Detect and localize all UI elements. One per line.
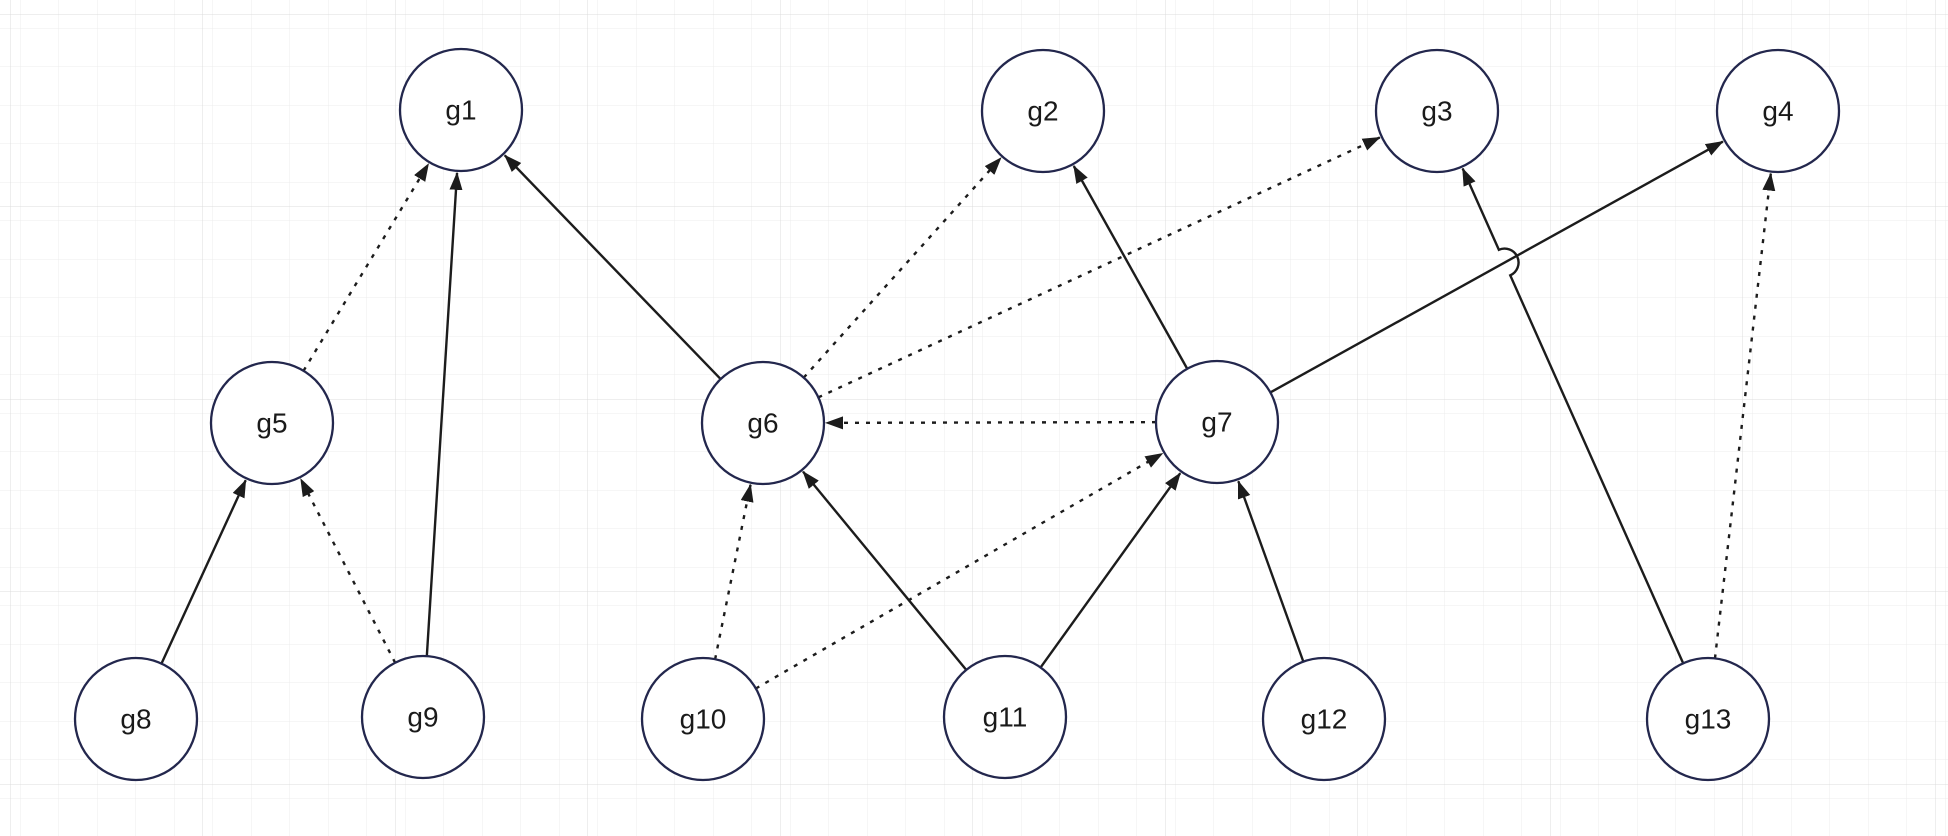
node-label-g12: g12 xyxy=(1301,704,1348,735)
node-label-g11: g11 xyxy=(983,702,1028,733)
node-label-g8: g8 xyxy=(120,704,151,735)
node-g9[interactable]: g9 xyxy=(360,654,486,780)
node-label-g9: g9 xyxy=(407,702,438,733)
node-label-g6: g6 xyxy=(747,408,778,439)
node-circle-g5[interactable] xyxy=(209,360,335,486)
edge-g13-g4[interactable] xyxy=(1713,172,1776,659)
node-g12[interactable]: g12 xyxy=(1261,656,1387,782)
node-label-g1: g1 xyxy=(445,95,476,126)
node-g2[interactable]: g2 xyxy=(980,48,1106,174)
node-label-g13: g13 xyxy=(1685,704,1732,735)
node-circle-g9[interactable] xyxy=(360,654,486,780)
node-g7[interactable]: g7 xyxy=(1154,359,1280,485)
node-g1[interactable]: g1 xyxy=(398,47,524,173)
node-g11[interactable]: g11 xyxy=(942,654,1068,780)
node-g3[interactable]: g3 xyxy=(1374,48,1500,174)
node-circle-g2[interactable] xyxy=(980,48,1106,174)
node-circle-g11[interactable] xyxy=(942,654,1068,780)
node-circle-g7[interactable] xyxy=(1154,359,1280,485)
nodes-layer: g1 g2 g3 g4 g5 g6 g7 g8 g9 g10 g11 g12 g13 xyxy=(73,47,1841,782)
node-circle-g12[interactable] xyxy=(1261,656,1387,782)
node-g10[interactable]: g10 xyxy=(640,656,766,782)
edge-g11-g6[interactable] xyxy=(802,470,968,671)
edge-g12-g7[interactable] xyxy=(1237,480,1305,663)
edge-g6-g1[interactable] xyxy=(503,154,722,380)
edge-g10-g6[interactable] xyxy=(713,483,754,660)
node-label-g3: g3 xyxy=(1421,96,1452,127)
node-circle-g13[interactable] xyxy=(1645,656,1771,782)
edge-g6-g3[interactable] xyxy=(817,136,1381,399)
node-g13[interactable]: g13 xyxy=(1645,656,1771,782)
node-circle-g3[interactable] xyxy=(1374,48,1500,174)
node-g6[interactable]: g6 xyxy=(700,360,826,486)
node-label-g7: g7 xyxy=(1201,407,1232,438)
node-g5[interactable]: g5 xyxy=(209,360,335,486)
edges-layer xyxy=(160,136,1776,690)
edge-g7-g2[interactable] xyxy=(1072,165,1189,370)
edge-g11-g7[interactable] xyxy=(1039,472,1182,669)
edge-g9-g5[interactable] xyxy=(299,478,397,664)
edge-g7-g4[interactable] xyxy=(1269,140,1724,394)
node-label-g5: g5 xyxy=(256,408,287,439)
node-g8[interactable]: g8 xyxy=(73,656,199,782)
node-circle-g8[interactable] xyxy=(73,656,199,782)
node-circle-g4[interactable] xyxy=(1715,48,1841,174)
edge-g7-g6[interactable] xyxy=(825,416,1157,430)
node-g4[interactable]: g4 xyxy=(1715,48,1841,174)
edge-g5-g1[interactable] xyxy=(302,163,430,372)
edge-g9-g1[interactable] xyxy=(425,171,463,657)
node-label-g10: g10 xyxy=(680,704,727,735)
node-circle-g10[interactable] xyxy=(640,656,766,782)
edge-g8-g5[interactable] xyxy=(160,479,247,665)
edge-g13-g3[interactable] xyxy=(1461,167,1685,664)
node-label-g4: g4 xyxy=(1762,96,1793,127)
node-circle-g6[interactable] xyxy=(700,360,826,486)
node-label-g2: g2 xyxy=(1027,96,1058,127)
edge-g10-g7[interactable] xyxy=(755,452,1164,690)
node-circle-g1[interactable] xyxy=(398,47,524,173)
